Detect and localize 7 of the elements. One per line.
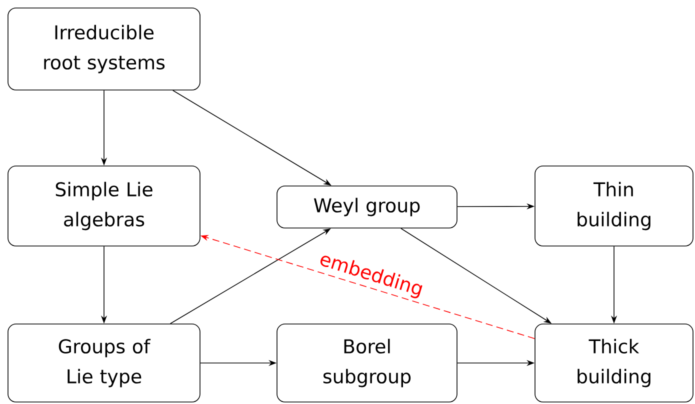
process-box: Weyl group: [276, 186, 458, 228]
process-box: Thin building: [534, 166, 694, 246]
process-box: Borel subgroup: [276, 324, 458, 402]
process-box: Thick building: [534, 324, 694, 402]
process-box: Simple Lie algebras: [8, 166, 200, 246]
process-box: Irreducible root systems: [8, 8, 200, 90]
process-box: Groups of Lie type: [8, 324, 200, 402]
